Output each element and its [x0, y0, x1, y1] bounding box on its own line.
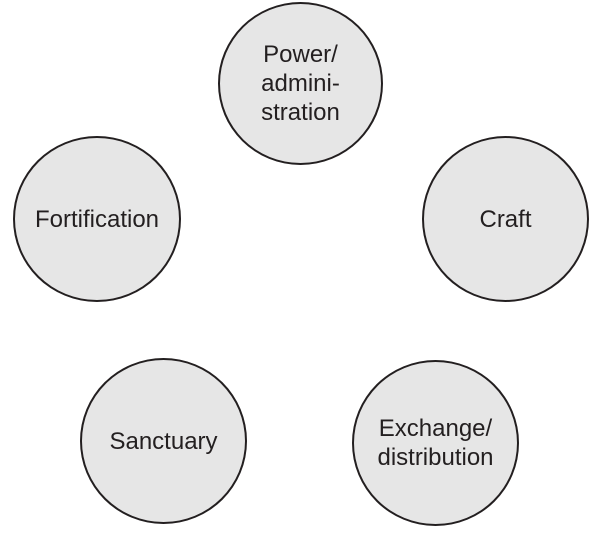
node-fortification: Fortification	[13, 136, 181, 302]
node-sanctuary: Sanctuary	[80, 358, 247, 524]
node-label: Sanctuary	[109, 427, 218, 455]
node-power-administration: Power/ admini- stration	[218, 2, 383, 165]
node-exchange-distribution: Exchange/ distribution	[352, 360, 519, 526]
node-craft: Craft	[422, 136, 589, 302]
node-label: Fortification	[34, 205, 160, 233]
node-label: Power/ admini- stration	[261, 41, 340, 126]
node-label: Exchange/ distribution	[377, 415, 494, 471]
node-label: Craft	[479, 205, 532, 233]
